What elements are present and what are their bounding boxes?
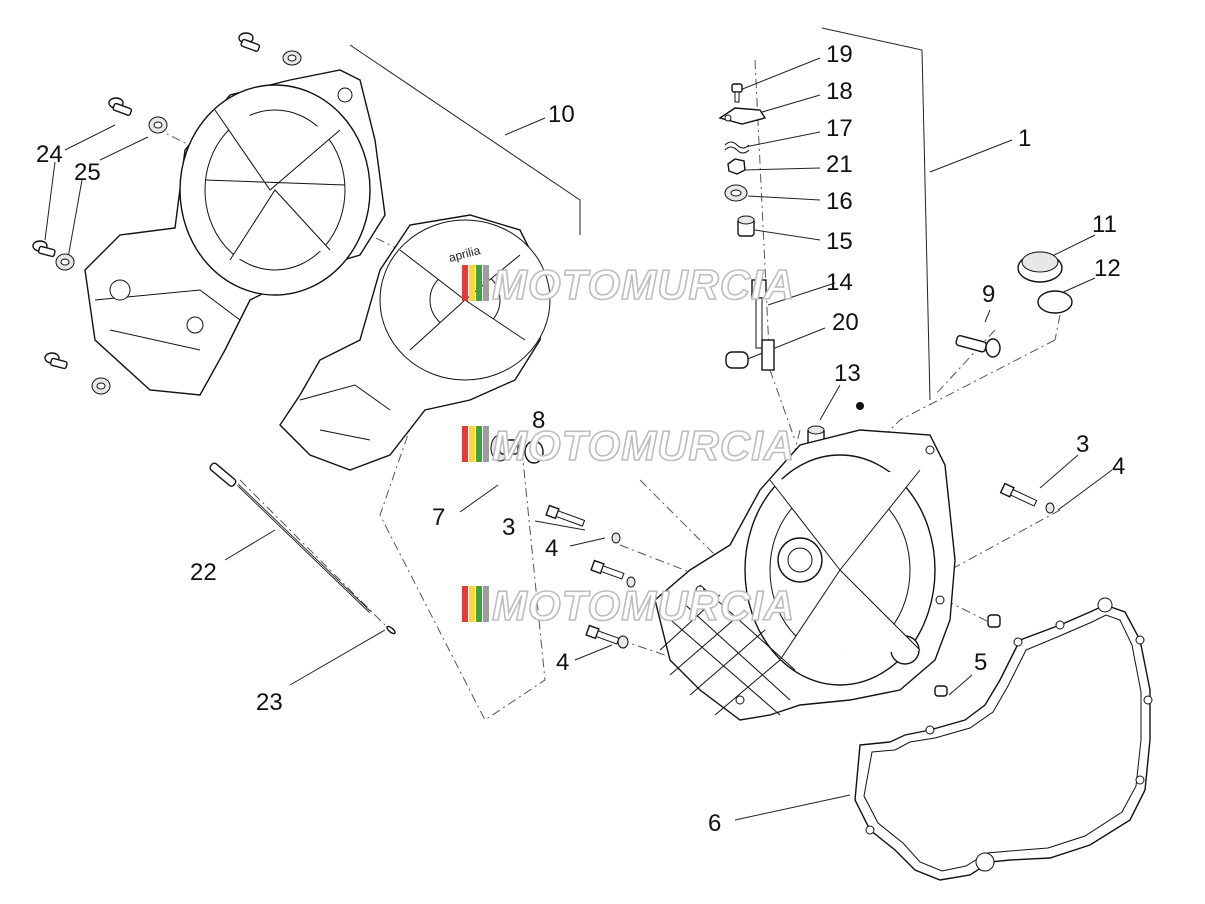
- watermark-1: MOTOMURCIA: [462, 260, 795, 309]
- callout-12: 12: [1094, 255, 1121, 282]
- gasket-part-6: [854, 597, 1153, 881]
- bolt-24-lower: [32, 240, 56, 258]
- dowels-part-5: [934, 614, 1001, 697]
- callout-25: 25: [74, 159, 101, 186]
- grommet-25: [148, 116, 168, 134]
- callout-4: 4: [545, 535, 558, 562]
- callout-11: 11: [1092, 211, 1117, 238]
- left-fasteners: [32, 32, 302, 395]
- seal-part-16: [724, 184, 748, 202]
- callout-3: 3: [502, 514, 515, 541]
- callout-14: 14: [826, 269, 853, 296]
- grommet-top: [282, 50, 302, 66]
- bearing-part-15: [737, 215, 755, 237]
- lever-part-18: [718, 107, 767, 125]
- callout-20: 20: [832, 309, 859, 336]
- callout-10: 10: [548, 101, 575, 128]
- plug-part-7: [490, 434, 519, 462]
- callout-18: 18: [826, 78, 853, 105]
- callout-17: 17: [826, 115, 853, 142]
- nut-part-21: [727, 158, 746, 175]
- clutch-cover-part-1: [654, 429, 956, 721]
- callout-22: 22: [190, 559, 217, 586]
- bolt-bottom: [44, 352, 68, 370]
- callout-4: 4: [1112, 453, 1125, 480]
- bolt-24: [108, 97, 133, 116]
- watermark-text: MOTOMURCIA: [492, 261, 795, 308]
- callout-16: 16: [826, 188, 853, 215]
- callout-3: 3: [1076, 431, 1089, 458]
- oring-part-23: [386, 625, 396, 635]
- callouts: 1 3 3 4 4 4 5 6 7 8 9 10 11 12 13 14 15 …: [36, 41, 1125, 837]
- watermark-text: MOTOMURCIA: [492, 422, 795, 469]
- watermark-3: MOTOMURCIA: [462, 581, 795, 630]
- washers-part-4: [611, 502, 1055, 649]
- callout-13: 13: [834, 360, 861, 387]
- dipstick-part-22: [209, 462, 371, 613]
- outer-cover-part-10: [84, 69, 386, 396]
- leader-lines: [44, 27, 1113, 821]
- cap-part-11: [1017, 251, 1063, 283]
- callout-9: 9: [982, 281, 995, 308]
- shaft-part-14: [751, 279, 775, 371]
- spring-part-17: [724, 141, 750, 154]
- plug-part-9: [955, 334, 1001, 358]
- shaft-stack: [718, 83, 864, 447]
- callout-15: 15: [826, 228, 853, 255]
- callout-5: 5: [974, 649, 987, 676]
- bolt-24-top: [238, 32, 261, 52]
- callout-6: 6: [708, 810, 721, 837]
- callout-19: 19: [826, 41, 853, 68]
- callout-4: 4: [556, 649, 569, 676]
- watermark-text: MOTOMURCIA: [492, 582, 795, 629]
- bushing-part-20: [725, 351, 749, 369]
- grommet-bottom: [91, 377, 111, 395]
- cover-grid-pattern: [659, 584, 796, 716]
- grommet-25-lower: [55, 253, 75, 271]
- screw-part-19: [731, 83, 743, 103]
- callout-21: 21: [826, 151, 853, 178]
- oring-part-8: [524, 440, 544, 464]
- watermark-2: MOTOMURCIA: [462, 421, 795, 470]
- bolts-part-3: [545, 482, 1038, 645]
- oring-part-12: [1037, 290, 1073, 314]
- callout-23: 23: [256, 689, 283, 716]
- callout-24: 24: [36, 141, 63, 168]
- callout-1: 1: [1018, 125, 1031, 152]
- callout-8: 8: [532, 407, 545, 434]
- callout-7: 7: [432, 504, 445, 531]
- location-dot: [856, 402, 864, 410]
